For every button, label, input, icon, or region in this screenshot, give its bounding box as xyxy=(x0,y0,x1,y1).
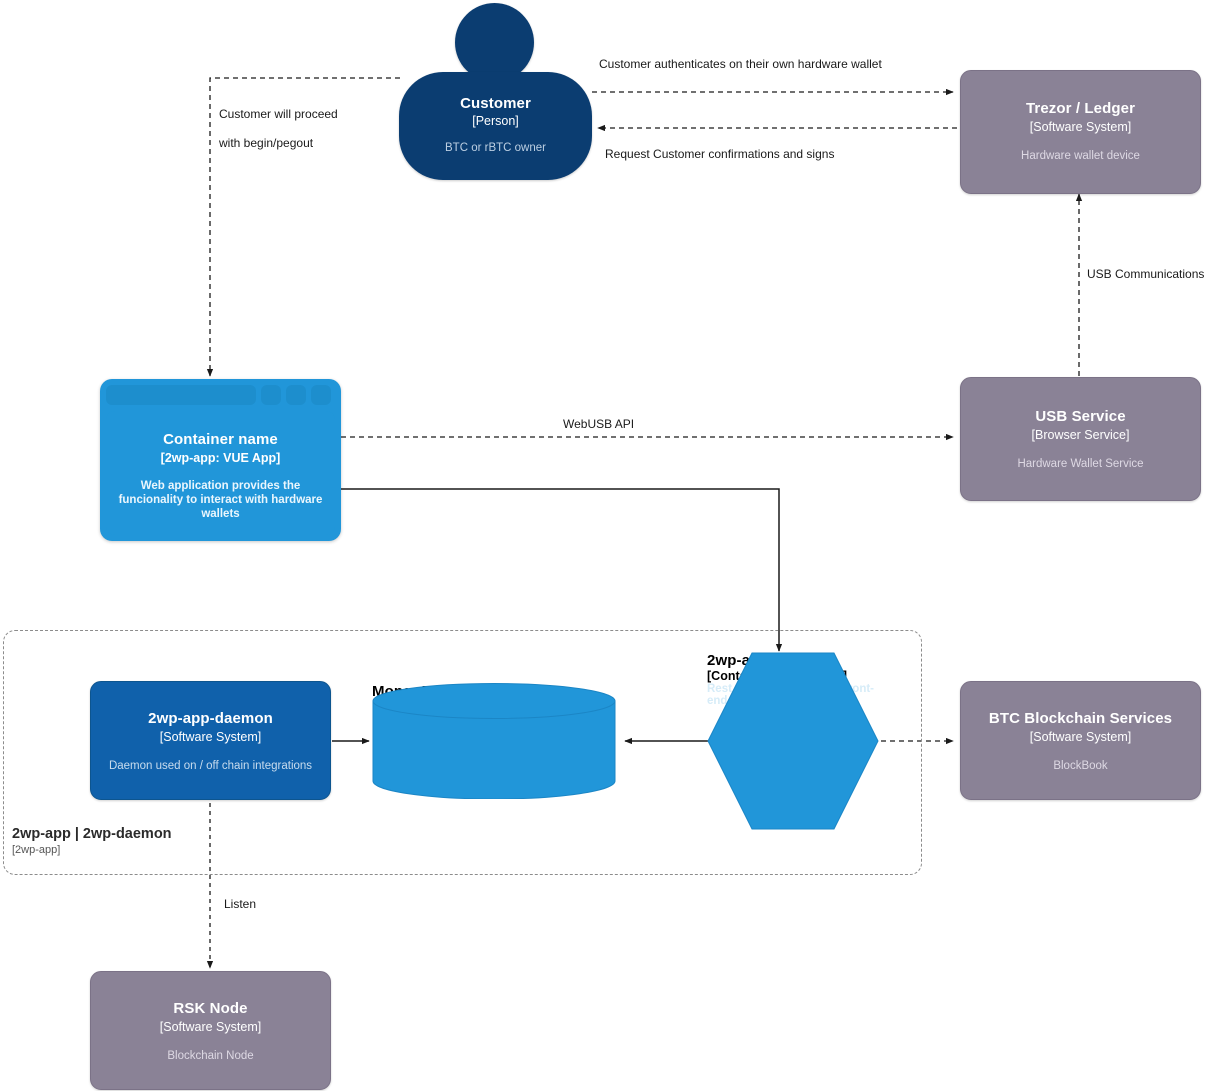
edge-label-customer-proceed-2: with begin/pegout xyxy=(219,136,314,150)
daemon-type: [Software System] xyxy=(159,730,262,744)
node-mongodb[interactable]: MongoDB [Container : MongoDB] Non relati… xyxy=(372,683,616,799)
node-vue-app[interactable]: Container name [2wp-app: VUE App] Web ap… xyxy=(100,379,341,541)
trezor-ledger-description: Hardware wallet device xyxy=(1021,150,1140,162)
usb-service-description: Hardware Wallet Service xyxy=(1017,458,1144,470)
vue-app-description: Web application provides the funcionalit… xyxy=(118,480,323,521)
api-hexagon-shape xyxy=(707,652,879,830)
browser-title-bar xyxy=(106,385,335,405)
edge-app-to-api xyxy=(341,488,783,652)
edge-customer-proceed xyxy=(206,77,400,377)
browser-dot-2-icon xyxy=(286,385,306,405)
btc-blockchain-type: [Software System] xyxy=(1029,730,1132,744)
btc-blockchain-description: BlockBook xyxy=(1053,760,1108,772)
node-btc-blockchain-services[interactable]: BTC Blockchain Services [Software System… xyxy=(960,681,1201,800)
btc-blockchain-name: BTC Blockchain Services xyxy=(988,710,1173,727)
browser-content: Container name [2wp-app: VUE App] Web ap… xyxy=(106,411,335,535)
trezor-ledger-name: Trezor / Ledger xyxy=(1025,100,1136,117)
vue-app-type: [2wp-app: VUE App] xyxy=(160,451,281,465)
customer-description: BTC or rBTC owner xyxy=(445,142,546,154)
node-usb-service[interactable]: USB Service [Browser Service] Hardware W… xyxy=(960,377,1201,501)
boundary-label: 2wp-app | 2wp-daemon [2wp-app] xyxy=(12,826,312,856)
browser-address-bar xyxy=(106,385,256,405)
edge-label-webusb-api: WebUSB API xyxy=(563,417,635,431)
rsk-node-description: Blockchain Node xyxy=(167,1050,254,1062)
node-trezor-ledger[interactable]: Trezor / Ledger [Software System] Hardwa… xyxy=(960,70,1201,194)
customer-type: [Person] xyxy=(472,114,519,128)
customer-name: Customer xyxy=(460,95,531,112)
boundary-name: 2wp-app | 2wp-daemon xyxy=(12,826,172,842)
edge-label-request-confirmations: Request Customer confirmations and signs xyxy=(605,147,835,161)
vue-app-name: Container name xyxy=(163,431,278,448)
trezor-ledger-type: [Software System] xyxy=(1029,120,1132,134)
node-2wp-api[interactable]: 2wp-api [Container : Typescript] Rest AP… xyxy=(707,652,879,830)
edge-label-listen: Listen xyxy=(224,897,257,911)
edge-label-customer-proceed-1: Customer will proceed xyxy=(219,107,338,121)
mongodb-cylinder-shape xyxy=(372,683,616,799)
boundary-2wp-app-2wp-daemon xyxy=(3,630,922,875)
usb-service-name: USB Service xyxy=(1035,408,1126,425)
customer-avatar-head xyxy=(455,3,534,82)
rsk-node-name: RSK Node xyxy=(173,1000,248,1017)
rsk-node-type: [Software System] xyxy=(159,1020,262,1034)
browser-dot-3-icon xyxy=(311,385,331,405)
node-customer[interactable]: Customer [Person] BTC or rBTC owner xyxy=(399,72,592,180)
daemon-description: Daemon used on / off chain integrations xyxy=(108,760,313,772)
browser-dot-1-icon xyxy=(261,385,281,405)
edge-label-customer-authenticates: Customer authenticates on their own hard… xyxy=(599,57,882,71)
node-2wp-app-daemon[interactable]: 2wp-app-daemon [Software System] Daemon … xyxy=(90,681,331,800)
edge-label-usb-communications: USB Communications xyxy=(1087,267,1205,281)
daemon-name: 2wp-app-daemon xyxy=(148,710,273,727)
boundary-type: [2wp-app] xyxy=(12,844,61,856)
node-rsk-node[interactable]: RSK Node [Software System] Blockchain No… xyxy=(90,971,331,1090)
usb-service-type: [Browser Service] xyxy=(1031,428,1130,442)
